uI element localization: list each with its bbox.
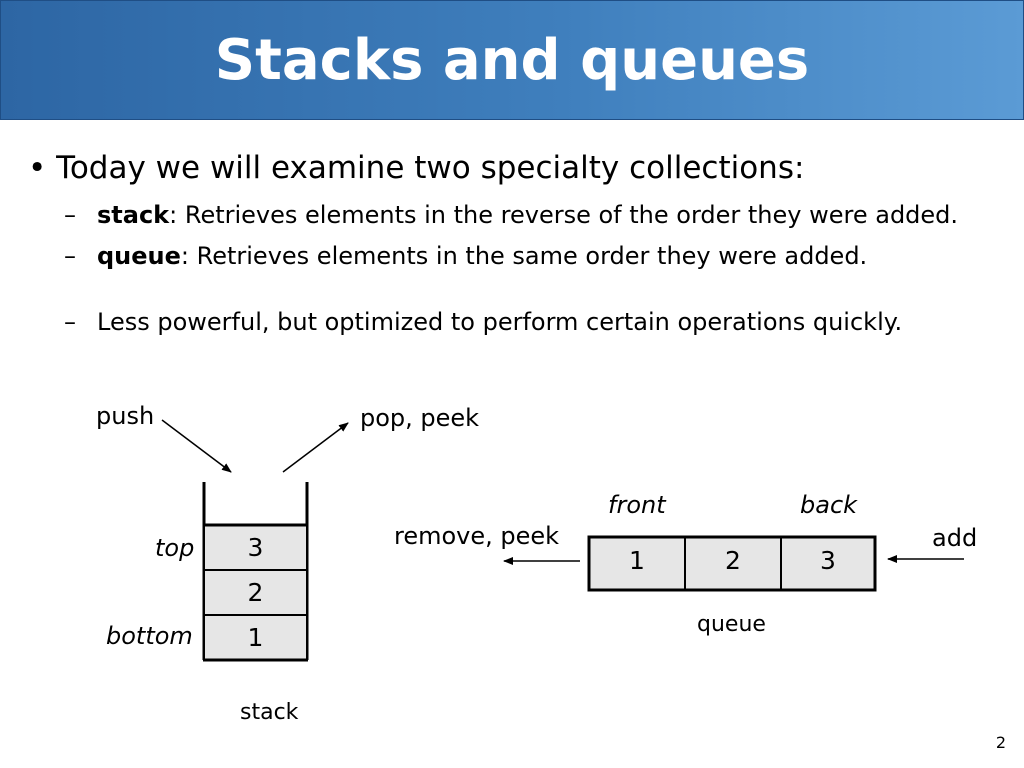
stack-bottom-label: bottom	[106, 622, 193, 650]
queue-cell-value: 3	[820, 546, 836, 575]
add-label: add	[932, 524, 978, 552]
pop-arrow	[282, 422, 349, 473]
page-number: 2	[995, 733, 1006, 752]
term-stack: stack	[97, 201, 170, 229]
slide-title: Stacks and queues	[214, 27, 810, 93]
push-label: push	[96, 402, 155, 430]
main-bullet: • Today we will examine two specialty co…	[28, 150, 804, 186]
push-arrow	[161, 419, 232, 473]
term-queue: queue	[97, 242, 181, 270]
main-bullet-text: Today we will examine two specialty coll…	[56, 150, 805, 186]
dash-marker: –	[64, 308, 76, 336]
stack-cell-value: 3	[247, 533, 264, 562]
queue-cell-value: 1	[629, 546, 645, 575]
queue-back-label: back	[800, 491, 858, 519]
title-bar: Stacks and queues	[0, 0, 1024, 120]
stack-cell	[203, 569, 308, 616]
stack-cell-value: 2	[247, 578, 264, 607]
remove-peek-label: remove, peek	[394, 522, 560, 550]
sub-bullet-stack: –stack: Retrieves elements in the revers…	[64, 201, 958, 229]
dash-marker: –	[64, 242, 76, 270]
queue-caption: queue	[697, 612, 766, 637]
sub-bullet-text: Less powerful, but optimized to perform …	[97, 308, 903, 336]
stack-caption: stack	[240, 700, 299, 725]
sub-bullet-text: : Retrieves elements in the reverse of t…	[169, 201, 959, 229]
queue-cell-value: 2	[725, 546, 741, 575]
sub-bullet-text: : Retrieves elements in the same order t…	[180, 242, 868, 270]
pop-peek-label: pop, peek	[360, 404, 480, 432]
queue-front-label: front	[608, 491, 666, 519]
queue-outline	[587, 535, 877, 592]
sub-bullet-queue: –queue: Retrieves elements in the same o…	[64, 242, 867, 270]
stack-cell-value: 1	[247, 623, 264, 652]
bullet-marker: •	[28, 150, 47, 186]
sub-bullet-performance: –Less powerful, but optimized to perform…	[64, 308, 902, 336]
stack-top-label: top	[155, 534, 195, 562]
dash-marker: –	[64, 201, 76, 229]
